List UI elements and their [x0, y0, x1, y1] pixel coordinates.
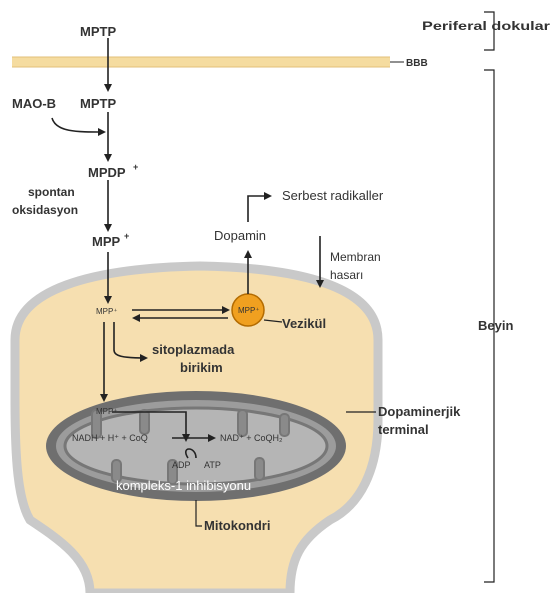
label-spontan-2: oksidasyon [12, 203, 78, 217]
label-kompleks: kompleks-1 inhibisyonu [116, 478, 251, 493]
label-mpp-cyto: MPP⁺ [96, 307, 118, 316]
label-birikim: birikim [180, 360, 223, 375]
arrow-mao-b [52, 118, 104, 132]
label-mptp-mid: MPTP [80, 96, 116, 111]
label-mpp-vesicle: MPP⁺ [238, 306, 260, 315]
label-dopaminerjik-2: terminal [378, 422, 429, 437]
label-serbest-radikaller: Serbest radikaller [282, 188, 384, 203]
label-bbb: BBB [406, 58, 428, 69]
label-dopaminerjik-1: Dopaminerjik [378, 404, 461, 419]
label-dopamin: Dopamin [214, 228, 266, 243]
label-mao-b: MAO-B [12, 96, 56, 111]
label-mptp-top: MPTP [80, 24, 116, 39]
label-beyin: Beyin [478, 318, 513, 333]
label-mitokondri: Mitokondri [204, 518, 270, 533]
label-membran-2: hasarı [330, 268, 363, 282]
label-adp: ADP [172, 460, 191, 470]
label-vezikul: Vezikül [282, 316, 326, 331]
label-mpp-mito: MPP⁺ [96, 407, 118, 416]
arrow-dopamine-to-radicals [248, 196, 270, 222]
label-sitoplazmada: sitoplazmada [152, 342, 235, 357]
label-membran-1: Membran [330, 250, 381, 264]
blood-brain-barrier-band [12, 57, 390, 67]
label-mpdp-sup: + [133, 162, 138, 172]
label-mpp-main: MPP [92, 234, 121, 249]
label-periferal: Periferal dokular [422, 19, 550, 33]
label-atp: ATP [204, 460, 221, 470]
label-mpdp: MPDP [88, 165, 126, 180]
label-spontan-1: spontan [28, 185, 75, 199]
label-reaction-left: NADH + H⁺ + CoQ [72, 433, 148, 443]
label-mpp-main-sup: + [124, 231, 129, 241]
label-reaction-right: NAD⁺ + CoQH₂ [220, 433, 283, 443]
